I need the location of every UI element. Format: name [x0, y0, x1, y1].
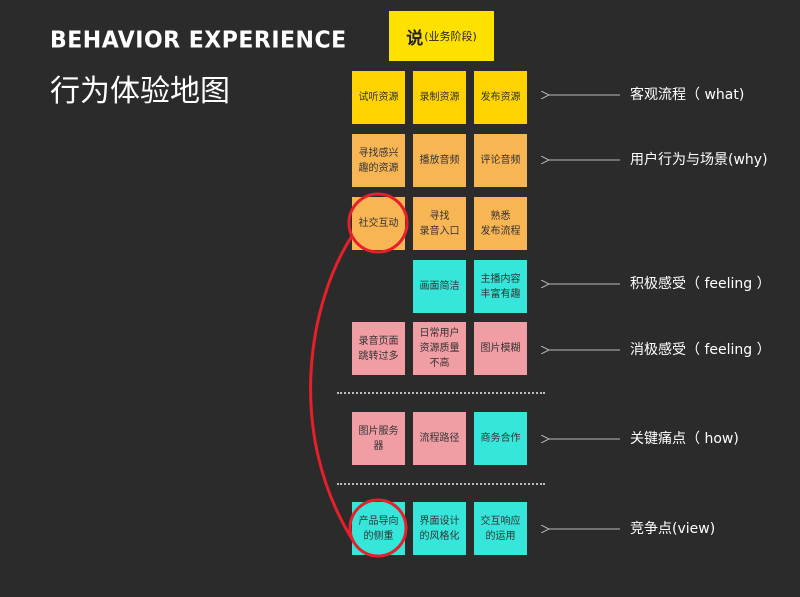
divider-1 — [337, 392, 545, 394]
label-user-behavior: 用户行为与场景(why) — [630, 152, 768, 168]
note-comment-audio: 评论音频 — [474, 134, 527, 187]
note-low-quality-resources: 日常用户资源质量不高 — [413, 322, 466, 375]
stage-header-sub: (业务阶段) — [424, 30, 477, 43]
note-business-cooperation: 商务合作 — [474, 412, 527, 465]
note-interaction-response: 交互响应的运用 — [474, 502, 527, 555]
note-play-audio: 播放音频 — [413, 134, 466, 187]
note-listen-resource: 试听资源 — [352, 71, 405, 124]
note-social-interaction: 社交互动 — [352, 197, 405, 250]
note-too-many-jumps: 录音页面跳转过多 — [352, 322, 405, 375]
label-positive-feeling: 积极感受（ feeling ） — [630, 276, 771, 292]
stage-header: 说(业务阶段) — [389, 11, 494, 61]
label-negative-feeling: 消极感受（ feeling ） — [630, 342, 771, 358]
label-objective-flow: 客观流程（ what) — [630, 87, 745, 103]
note-flow-path: 流程路径 — [413, 412, 466, 465]
note-publish-resource: 发布资源 — [474, 71, 527, 124]
label-competitive-points: 竞争点(view) — [630, 521, 716, 537]
note-ui-style: 界面设计的风格化 — [413, 502, 466, 555]
note-find-record-entry: 寻找 录音入口 — [413, 197, 466, 250]
note-record-resource: 录制资源 — [413, 71, 466, 124]
note-blurry-images: 图片模糊 — [474, 322, 527, 375]
note-find-interesting: 寻找感兴趣的资源 — [352, 134, 405, 187]
title-english: BEHAVIOR EXPERIENCE — [50, 27, 347, 54]
title-chinese: 行为体验地图 — [50, 74, 230, 109]
note-clean-visuals: 画面简洁 — [413, 260, 466, 313]
highlight-connector — [309, 235, 354, 540]
highlight-circle-product — [348, 498, 408, 558]
note-rich-content: 主播内容丰富有趣 — [474, 260, 527, 313]
note-learn-publish-flow: 熟悉 发布流程 — [474, 197, 527, 250]
stage-header-main: 说 — [406, 28, 424, 49]
note-product-orientation: 产品导向的侧重 — [352, 502, 405, 555]
highlight-circle-social — [347, 192, 409, 254]
note-image-server: 图片服务器 — [352, 412, 405, 465]
divider-2 — [337, 483, 545, 485]
label-pain-points: 关键痛点（ how) — [630, 431, 739, 447]
